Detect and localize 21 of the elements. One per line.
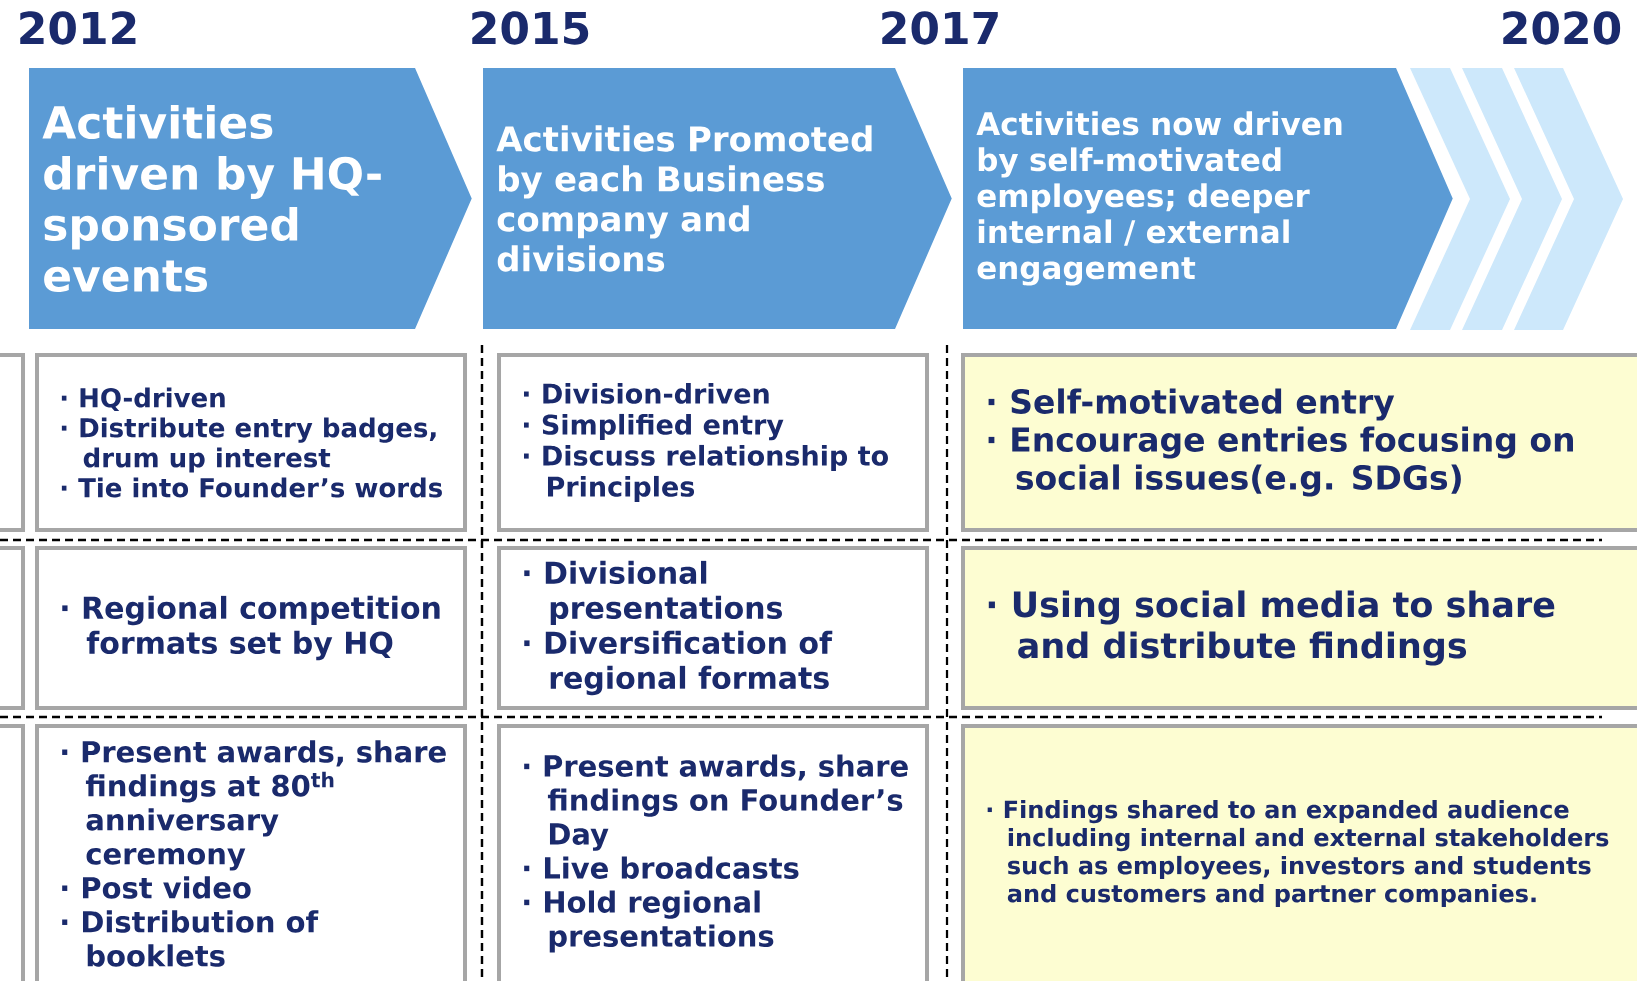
text-box: · Using social media to share and distribute findings [961, 546, 1637, 710]
chevron-box: Activities Promoted by each Business company and divisions [477, 62, 959, 335]
text-box: · Findings shared to an expanded audience including internal and external stakeholders such as employees, investors and students and customers and partner companies. [961, 724, 1637, 981]
cut-off-box [0, 724, 25, 981]
text-box: · Division-driven · Simplified entry · Discuss relationship to Principles [497, 353, 929, 532]
year-label: 2020 [1503, 11, 1621, 45]
year-label: 2015 [472, 11, 589, 45]
chevron-box: Activities driven by HQ-sponsored events [23, 62, 479, 335]
chevron-shape [1410, 68, 1510, 330]
text-box: · Present awards, share findings at 80$^{th}$ anniversary ceremony · Post video · Distribution of booklets [35, 724, 467, 981]
text-box: · HQ-driven · Distribute entry badges, drum up interest · Tie into Founder’s words [35, 353, 467, 532]
cut-off-box [0, 546, 25, 710]
text-box: · Divisional presentations · Diversification of regional formats [497, 546, 929, 710]
year-label: 2017 [882, 11, 998, 45]
text-box: · Present awards, share findings on Founder’s Day · Live broadcasts · Hold regional presentations [497, 724, 929, 981]
chevron-box: Activities now driven by self-motivated employees; deeper internal / external engagement [957, 62, 1460, 335]
chevron-shape [1462, 68, 1562, 330]
cut-off-box [0, 353, 25, 532]
chevron-shape [1514, 68, 1623, 330]
text-box: · Self-motivated entry · Encourage entries focusing on social issues(e.g. SDGs) [961, 353, 1637, 532]
text-box: · Regional competition formats set by HQ [35, 546, 467, 710]
